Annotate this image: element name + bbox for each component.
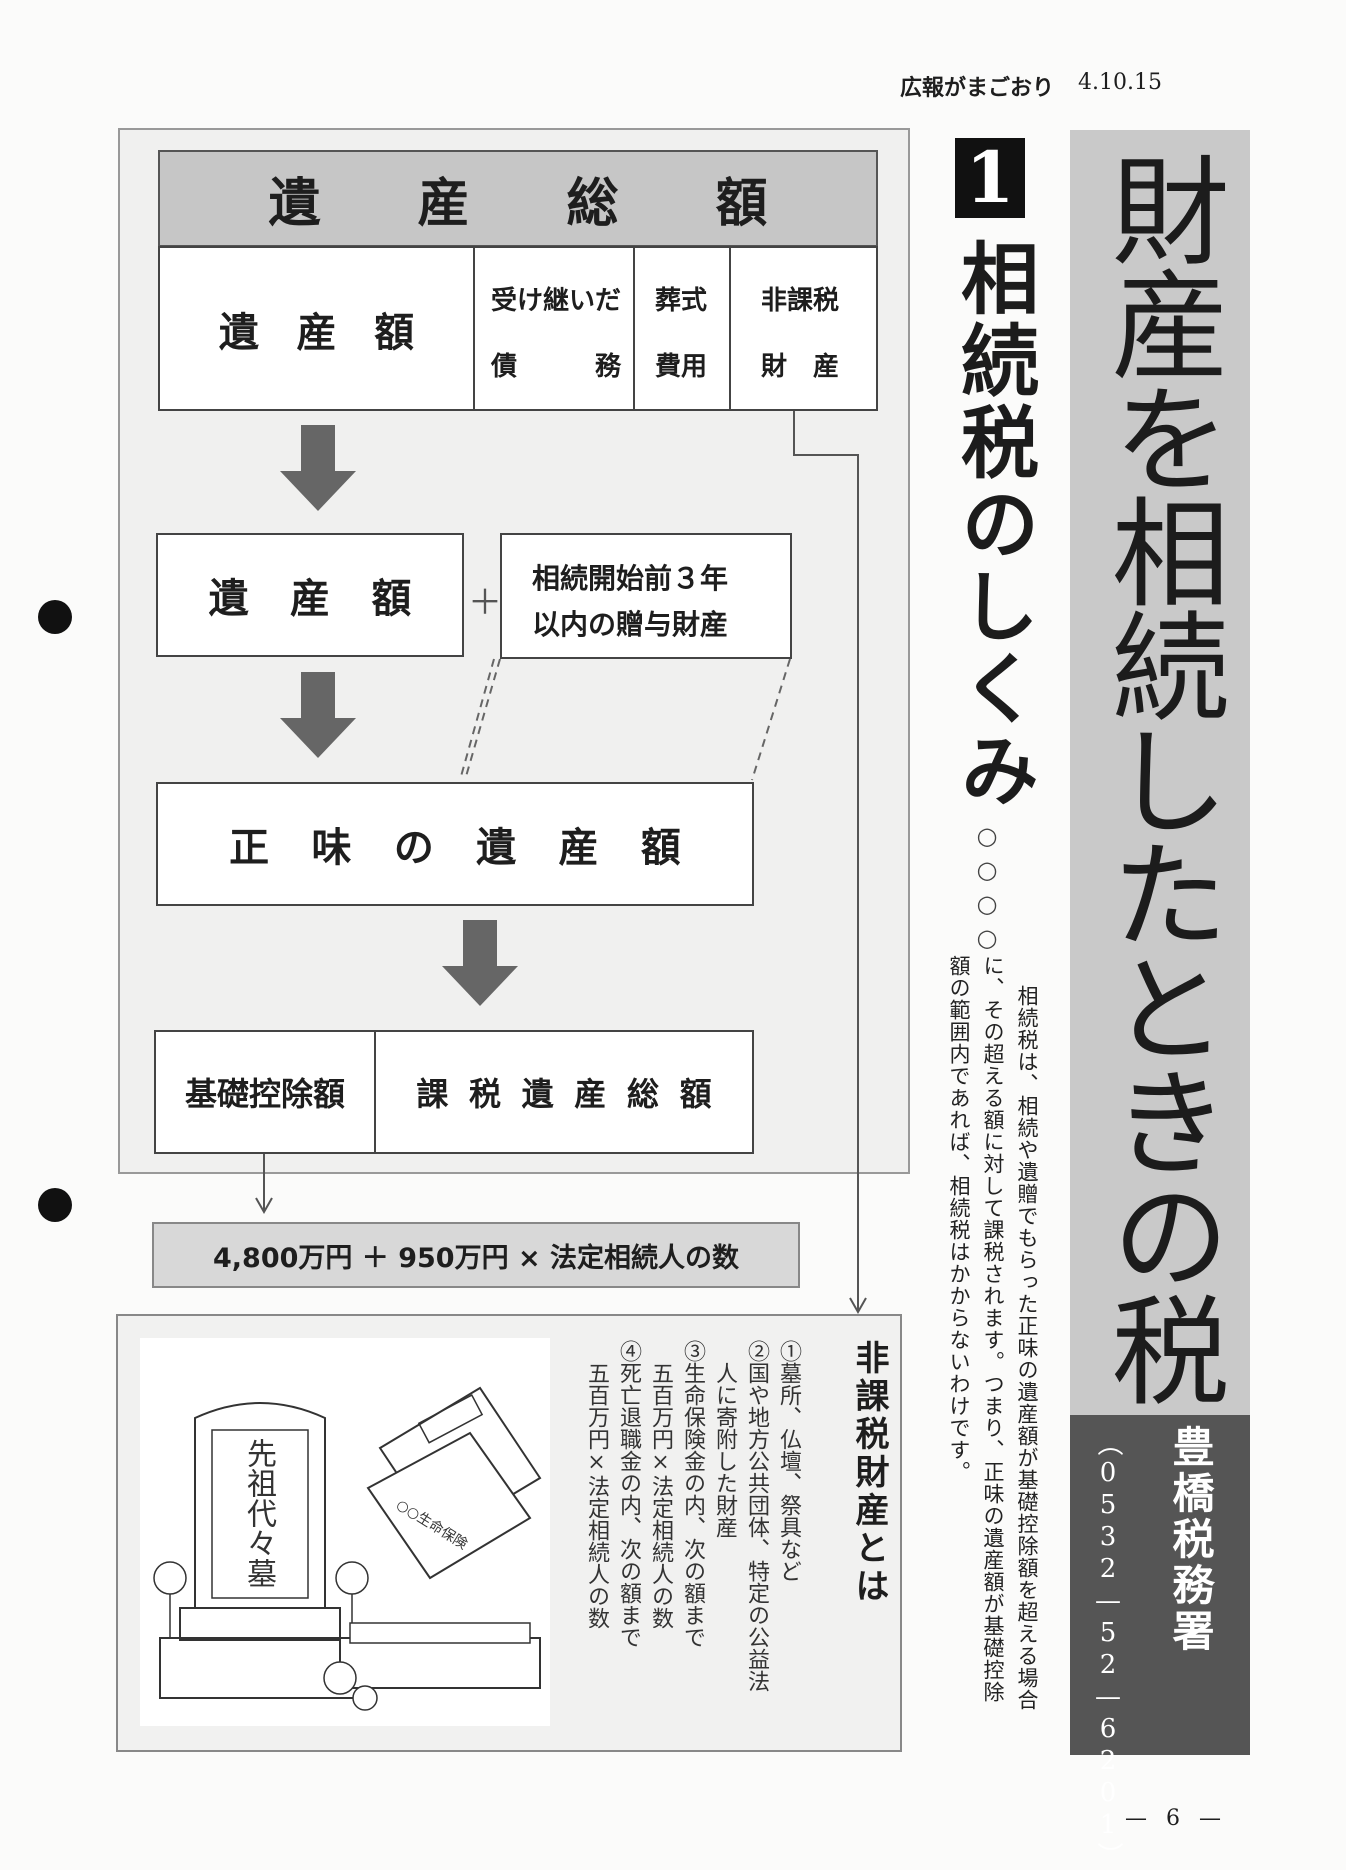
basic-deduction-formula: 4,800万円 ＋ 950万円 × 法定相続人の数 (152, 1222, 800, 1288)
estate-amount-box: 遺 産 額 (156, 533, 464, 657)
gifts-label-top: 相続開始前３年 (532, 562, 729, 595)
label-char: 遺 (476, 825, 517, 871)
list-item: ③生命保険金の内、次の額まで (680, 1340, 705, 1648)
debts-label-top: 受け継いだ (491, 286, 622, 316)
tax-office-name: 豊橋税務署 (1166, 1425, 1215, 1655)
taxable-total-cell: 課 税 遺 産 総 額 (376, 1032, 752, 1152)
list-item: ①墓所、仏壇、祭具など (776, 1340, 801, 1582)
grave-inscription: 先祖代々墓 (241, 1438, 276, 1588)
debts-label-bottom: 債 務 (491, 352, 622, 382)
label-char: 遺 (521, 1075, 554, 1113)
prior-gifts-box: 相続開始前３年 以内の贈与財産 (500, 533, 792, 659)
estate-amount-cell: 遺 産 額 (160, 248, 475, 409)
label-char: 産 (289, 576, 330, 622)
description-line: 相続税は、相続や遺贈でもらった正味の遺産額が基礎控除額を超える場合 (1015, 985, 1039, 1711)
nontaxable-property-cell: 非課税 財 産 (731, 248, 880, 409)
nontaxable-label-top: 非課税 (761, 286, 840, 316)
label-char: 税 (468, 1075, 501, 1113)
title-ornament: ○○○○ (973, 822, 1001, 958)
office-band (1070, 1415, 1250, 1755)
funeral-label-bottom: 費用 (655, 352, 708, 382)
label-char: 総 (626, 1075, 659, 1113)
main-title: 財産を相続したときの税 (1091, 150, 1229, 1404)
page-number: — 6 — (1125, 1806, 1227, 1831)
issue-date: 4.10.15 (1078, 70, 1162, 95)
label-char: 額 (371, 576, 412, 622)
illustration-drawing (153, 1386, 542, 1711)
label-char: 正 (229, 825, 270, 871)
section-number: 1 (955, 138, 1025, 218)
list-item: ④死亡退職金の内、次の額まで (616, 1340, 641, 1648)
header-char: 産 (417, 174, 470, 234)
description-line: に、その超える額に対して課税されます。つまり、正味の遺産額が基礎控除 (981, 955, 1005, 1703)
basic-deduction-cell: 基礎控除額 (156, 1032, 376, 1152)
label-char: 額 (374, 309, 415, 356)
label-char: 遺 (208, 576, 249, 622)
grave-and-insurance-illustration: 先祖代々墓 ○○生命保険 (140, 1338, 550, 1726)
list-item: 人に寄附した財産 (712, 1340, 737, 1538)
title-band (1070, 130, 1250, 1415)
publication-name: 広報がまごおり (900, 76, 1055, 101)
nontaxable-title: 非課税財産とは (849, 1340, 889, 1606)
description-line: 額の範囲内であれば、相続税はかからないわけです。 (947, 955, 971, 1483)
nontaxable-list: ①墓所、仏壇、祭具など ②国や地方公共団体、特定の公益法 人に寄附した財産 ③生… (580, 1340, 804, 1720)
list-item: 五百万円×法定相続人の数 (648, 1340, 673, 1629)
funeral-label-top: 葬式 (655, 286, 708, 316)
list-item: 五百万円×法定相続人の数 (584, 1340, 609, 1629)
label-char: の (393, 825, 434, 871)
inherited-debts-cell: 受け継いだ 債 務 (475, 248, 635, 409)
plus-sign: ＋ (468, 583, 502, 623)
label-char: 遺 (218, 309, 259, 356)
label-char: 産 (558, 825, 599, 871)
label-char: 課 (416, 1075, 449, 1113)
list-item: ②国や地方公共団体、特定の公益法 (744, 1340, 769, 1692)
label-char: 額 (640, 825, 681, 871)
section-title: 相続税のしくみ (948, 238, 1038, 812)
header-char: 額 (715, 174, 768, 234)
gifts-label-bottom: 以内の贈与財産 (532, 608, 729, 641)
label-char: 味 (311, 825, 352, 871)
estate-breakdown-row: 遺 産 額 受け継いだ 債 務 葬式 費用 非課税 財 産 (158, 246, 878, 411)
funeral-costs-cell: 葬式 費用 (635, 248, 731, 409)
taxable-row: 基礎控除額 課 税 遺 産 総 額 (154, 1030, 754, 1154)
label-char: 産 (296, 309, 337, 356)
binder-hole (38, 600, 72, 634)
net-estate-box: 正 味 の 遺 産 額 (156, 782, 754, 906)
nontaxable-label-bottom: 財 産 (761, 352, 840, 382)
label-char: 額 (679, 1075, 712, 1113)
header-char: 総 (566, 174, 619, 234)
binder-hole (38, 1188, 72, 1222)
tax-office-phone: （0532—52—6201） (1093, 1430, 1123, 1870)
header-char: 遺 (268, 174, 321, 234)
label-char: 産 (574, 1075, 607, 1113)
